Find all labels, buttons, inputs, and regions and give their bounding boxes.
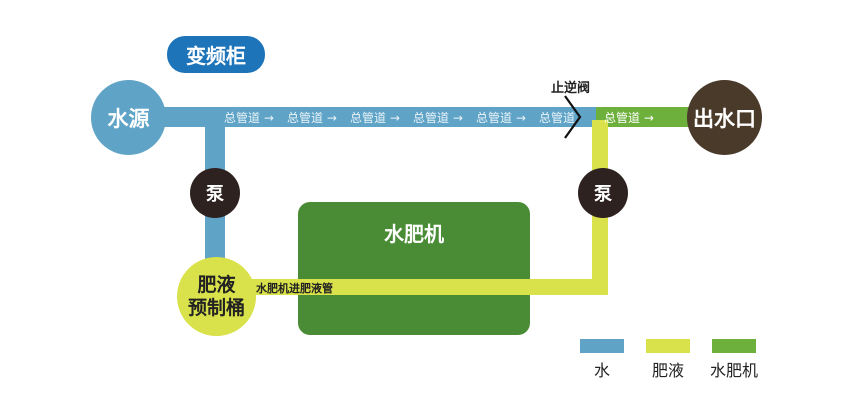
tank-label-line1: 肥液	[197, 273, 236, 296]
pump-left: 泵	[190, 168, 240, 218]
machine-label: 水肥机	[384, 222, 444, 246]
legend-swatch-fertilizer	[646, 339, 690, 353]
water-source: 水源	[91, 80, 166, 155]
fertigation-machine: 水肥机	[298, 202, 530, 335]
tank-label-line2: 预制桶	[187, 296, 245, 319]
check-valve-icon	[564, 95, 582, 139]
water-outlet: 出水口	[687, 80, 762, 155]
legend-label-water: 水	[593, 361, 610, 380]
fertilizer-tank: 肥液 预制桶	[177, 257, 256, 336]
flow-label-4: 总管道 →	[413, 111, 463, 125]
flow-label-3: 总管道 →	[350, 111, 400, 125]
outlet-pipe	[596, 107, 696, 127]
legend-label-fertilizer: 肥液	[651, 361, 684, 380]
feed-pipe-label: 水肥机进肥液管	[256, 282, 333, 295]
legend-swatch-water	[580, 339, 624, 353]
feed-pipe-overlay	[245, 279, 608, 295]
flow-label-5: 总管道 →	[476, 111, 526, 125]
legend-swatch-mixed	[712, 339, 756, 353]
flow-label-2: 总管道 →	[287, 111, 337, 125]
flow-label-1: 总管道 →	[224, 111, 274, 125]
flow-label-outlet: 总管道 →	[604, 111, 654, 125]
pump-right: 泵	[578, 168, 628, 218]
check-valve-label: 止逆阀	[551, 81, 591, 96]
legend-label-mixed: 水肥机	[709, 361, 758, 380]
flow-label-6: 总管道 →	[539, 111, 579, 125]
main-water-pipe	[150, 107, 600, 127]
cabinet-label: 变频柜	[167, 36, 265, 73]
